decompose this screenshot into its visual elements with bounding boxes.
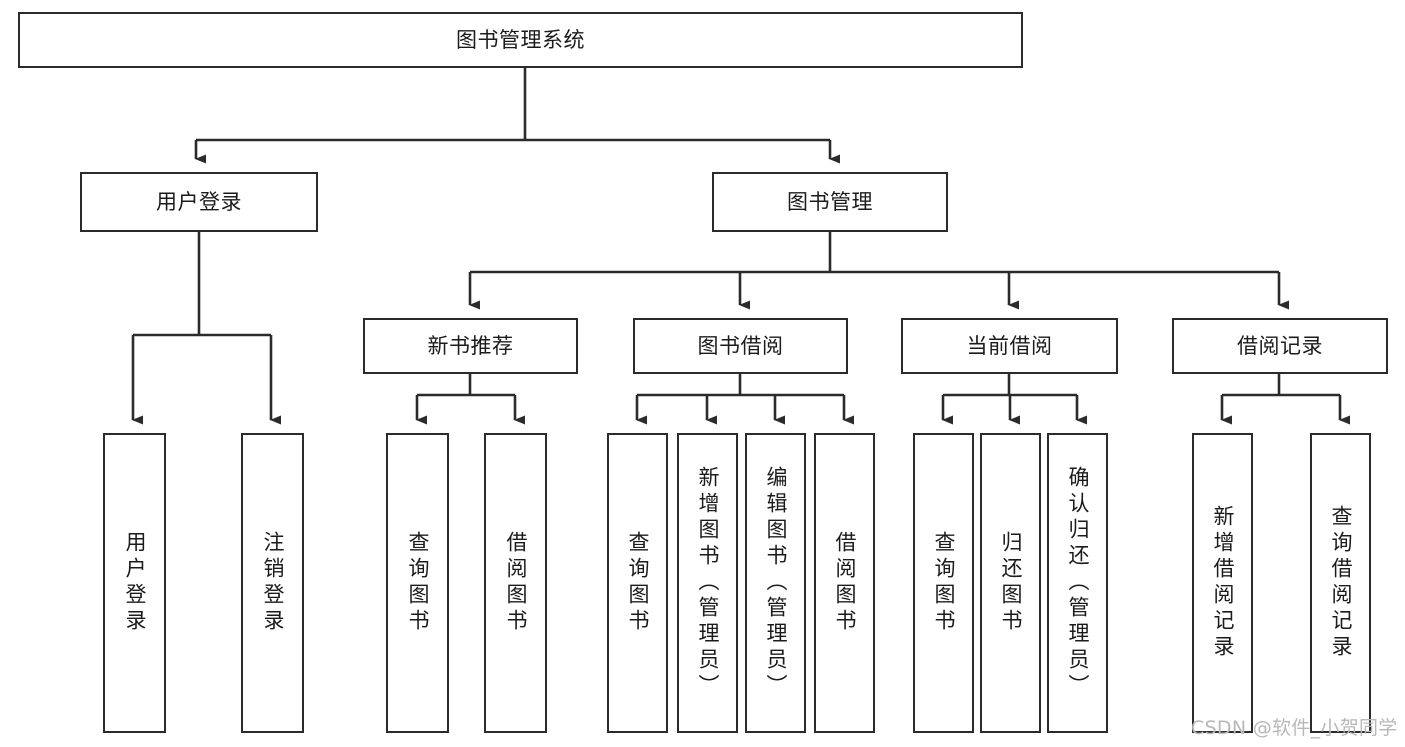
node-leaf-edit-book-admin-label: 编辑图书（管理员） xyxy=(764,466,788,700)
node-leaf-return-book[interactable]: 归还图书 xyxy=(980,433,1041,733)
node-leaf-return-book-label: 归还图书 xyxy=(999,531,1023,635)
node-leaf-user-login-label: 用户登录 xyxy=(123,531,147,635)
node-leaf-query-borrow-record-label: 查询借阅记录 xyxy=(1329,505,1353,661)
node-user-login-label: 用户登录 xyxy=(156,189,242,214)
node-new-book-recommend-label: 新书推荐 xyxy=(427,333,514,358)
node-leaf-query-book-borrow-label: 查询图书 xyxy=(626,531,650,635)
node-leaf-add-book-admin-label: 新增图书（管理员） xyxy=(696,466,720,700)
node-root[interactable]: 图书管理系统 xyxy=(18,12,1023,68)
node-leaf-borrow-book-recommend[interactable]: 借阅图书 xyxy=(484,433,547,733)
connector-lines xyxy=(131,68,1350,425)
node-user-login[interactable]: 用户登录 xyxy=(80,172,318,232)
node-book-borrow[interactable]: 图书借阅 xyxy=(633,318,848,374)
node-leaf-query-book-recommend-label: 查询图书 xyxy=(406,531,430,635)
node-leaf-borrow-book-label: 借阅图书 xyxy=(833,531,857,635)
node-leaf-confirm-return-admin[interactable]: 确认归还（管理员） xyxy=(1047,433,1108,733)
node-leaf-user-login[interactable]: 用户登录 xyxy=(103,433,166,733)
node-leaf-query-book-recommend[interactable]: 查询图书 xyxy=(386,433,449,733)
node-leaf-query-book-current[interactable]: 查询图书 xyxy=(913,433,974,733)
node-current-borrow-label: 当前借阅 xyxy=(966,333,1053,358)
node-book-borrow-label: 图书借阅 xyxy=(697,333,784,358)
node-current-borrow[interactable]: 当前借阅 xyxy=(901,318,1118,374)
node-book-management[interactable]: 图书管理 xyxy=(712,172,948,232)
node-leaf-query-book-borrow[interactable]: 查询图书 xyxy=(607,433,668,733)
node-leaf-edit-book-admin[interactable]: 编辑图书（管理员） xyxy=(745,433,806,733)
node-borrow-record[interactable]: 借阅记录 xyxy=(1172,318,1388,374)
node-leaf-query-borrow-record[interactable]: 查询借阅记录 xyxy=(1310,433,1371,733)
node-leaf-query-book-current-label: 查询图书 xyxy=(932,531,956,635)
node-root-label: 图书管理系统 xyxy=(456,27,585,52)
node-leaf-borrow-book[interactable]: 借阅图书 xyxy=(814,433,875,733)
node-leaf-confirm-return-admin-label: 确认归还（管理员） xyxy=(1066,466,1090,700)
node-leaf-user-logout-label: 注销登录 xyxy=(261,531,285,635)
node-new-book-recommend[interactable]: 新书推荐 xyxy=(363,318,578,374)
node-leaf-add-book-admin[interactable]: 新增图书（管理员） xyxy=(677,433,738,733)
node-leaf-borrow-book-recommend-label: 借阅图书 xyxy=(504,531,528,635)
node-borrow-record-label: 借阅记录 xyxy=(1237,333,1323,358)
node-leaf-add-borrow-record-label: 新增借阅记录 xyxy=(1211,505,1235,661)
node-book-management-label: 图书管理 xyxy=(787,189,873,214)
node-leaf-user-logout[interactable]: 注销登录 xyxy=(241,433,304,733)
node-leaf-add-borrow-record[interactable]: 新增借阅记录 xyxy=(1192,433,1253,733)
